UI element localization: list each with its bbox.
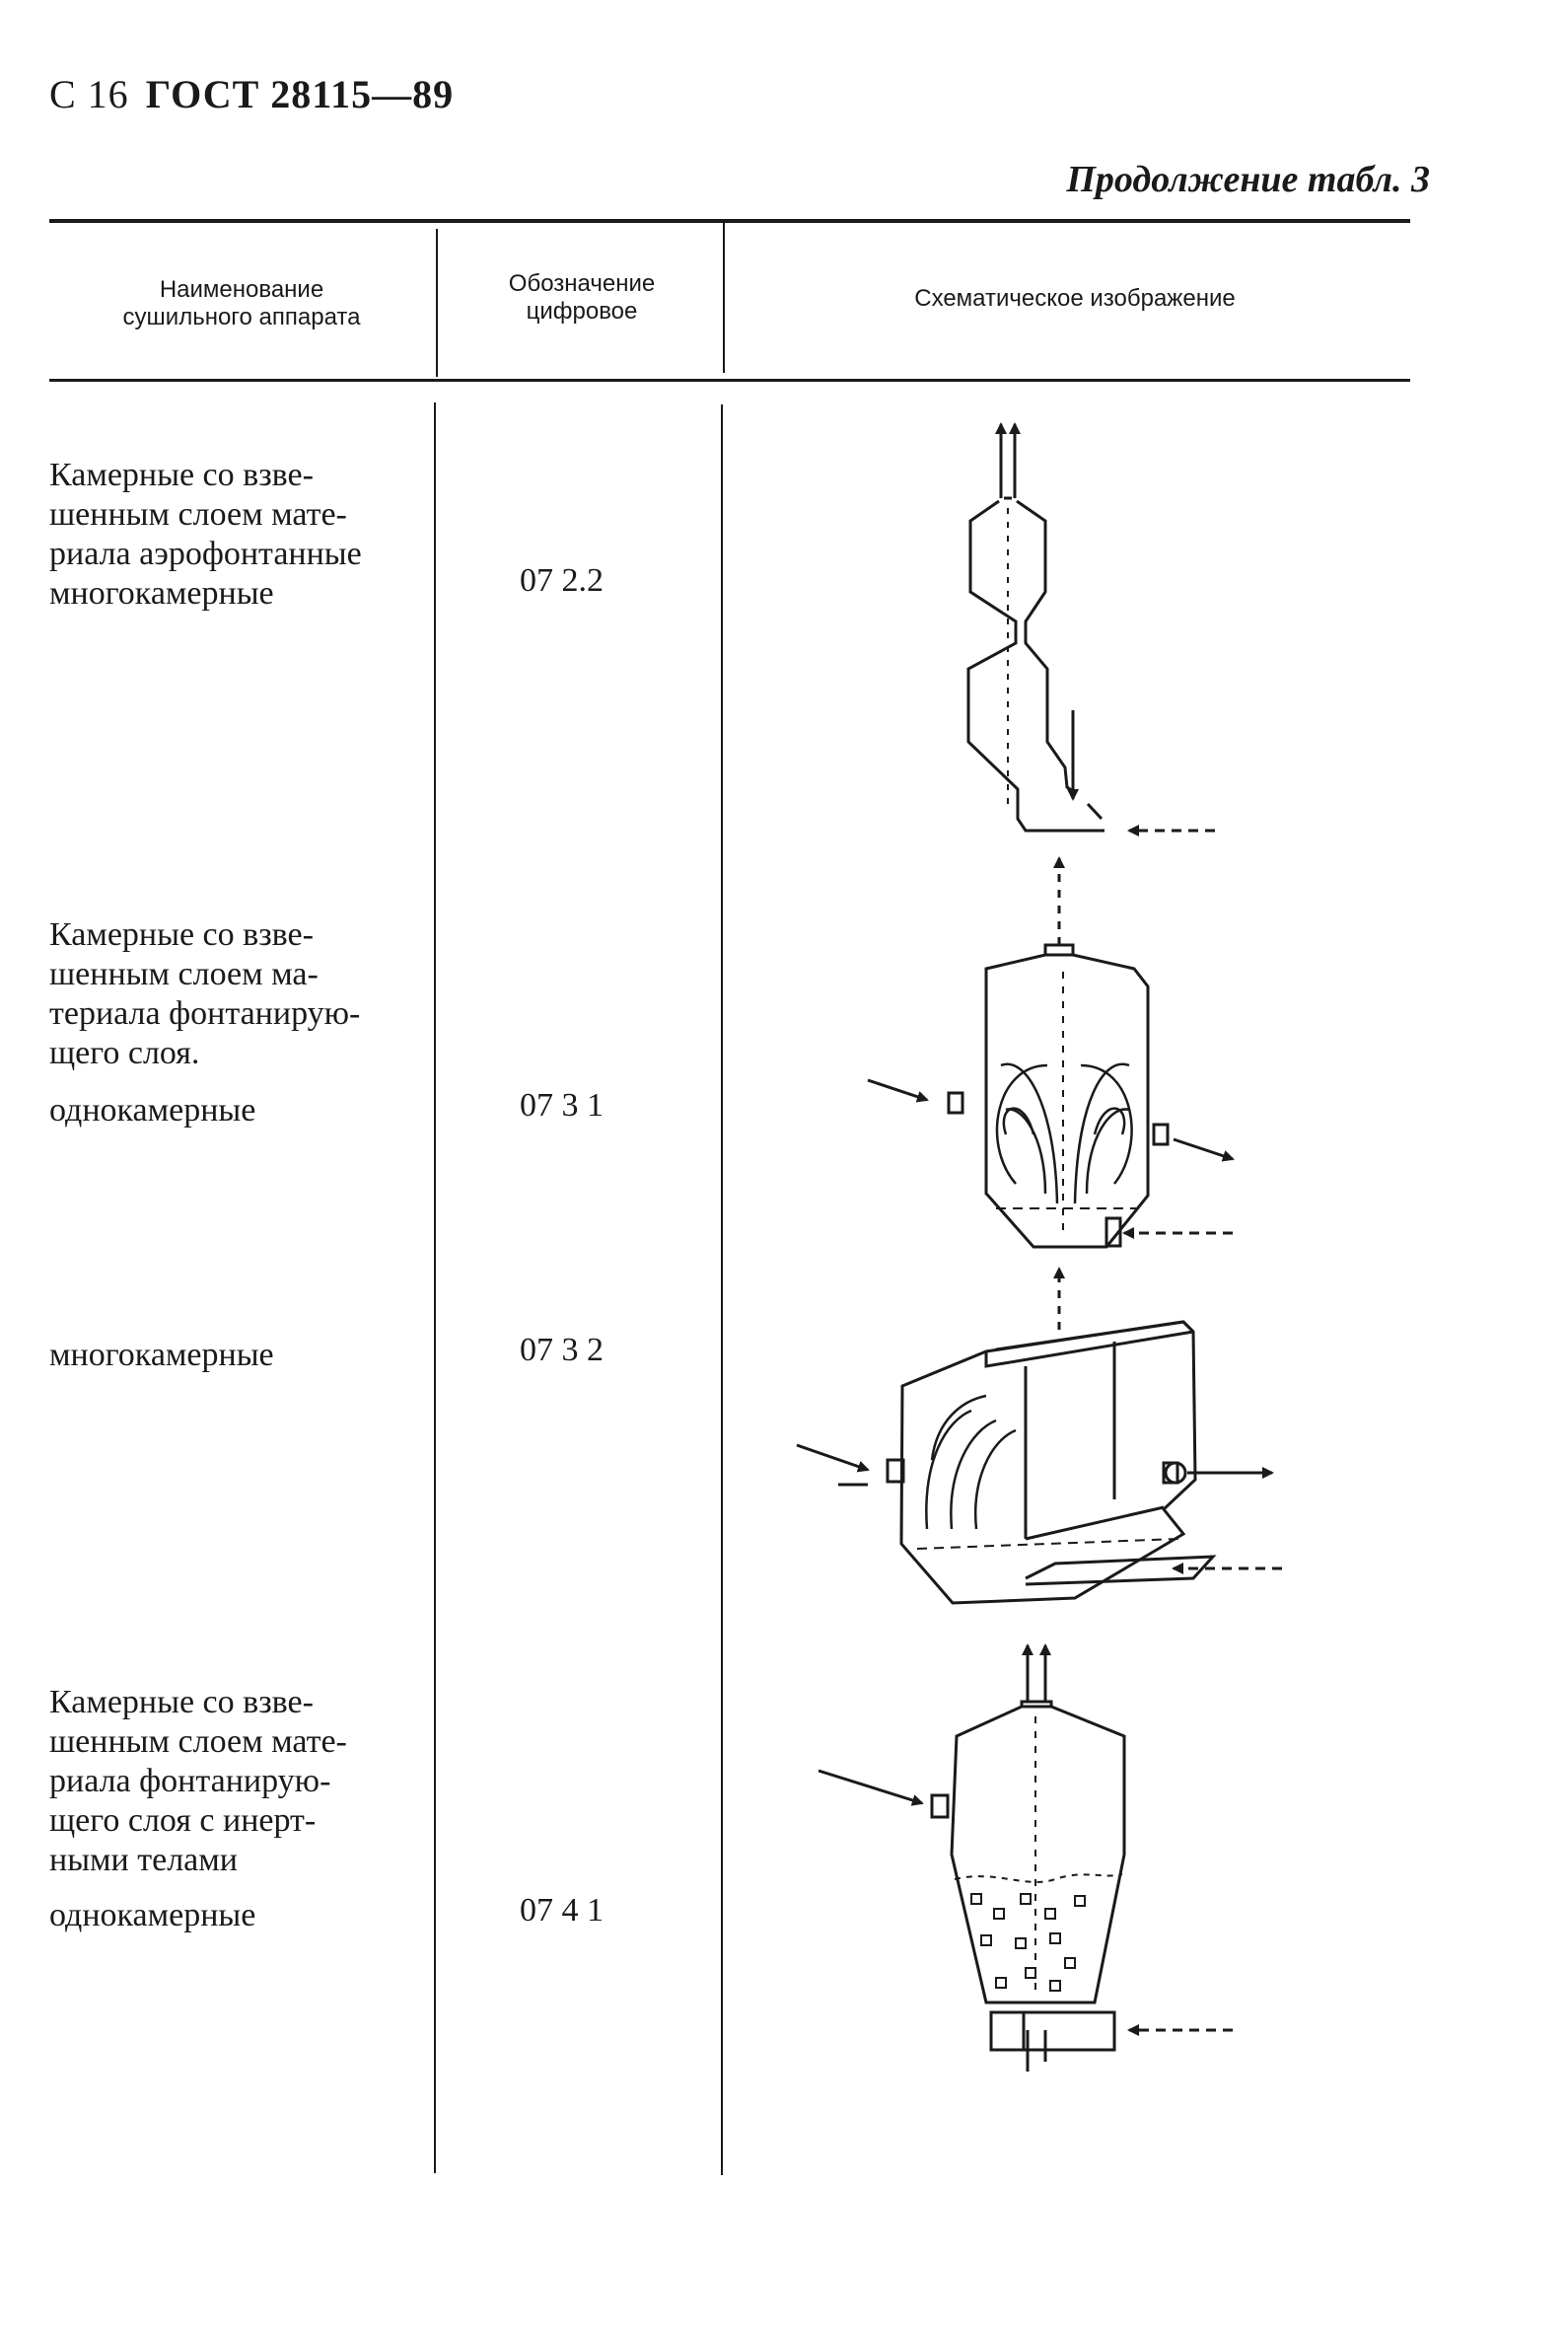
row-code-aerofountain: 07 2.2 xyxy=(520,562,604,599)
column-divider-2-body xyxy=(721,404,723,2175)
row-name-fountain-single: однокамерные xyxy=(49,1092,256,1129)
column-divider-1-header xyxy=(436,229,438,377)
row-name-inert-single: однокамерные xyxy=(49,1897,256,1933)
row-code-fountain-single: 07 3 1 xyxy=(520,1087,604,1124)
aerofountain-multichamber-dryer-schematic xyxy=(966,422,1215,837)
row-name-inert-group: Камерные со взве- шенным слоем мате- риа… xyxy=(49,1684,347,1878)
row-code-inert-single: 07 4 1 xyxy=(520,1892,604,1929)
column-header-schematic: Схематическое изображение xyxy=(914,285,1236,312)
column-header-name: Наименование сушильного аппарата xyxy=(122,276,361,330)
page-number: С 16 xyxy=(49,72,129,116)
standard-number: ГОСТ 28115—89 xyxy=(145,72,455,116)
fountain-single-chamber-dryer-schematic xyxy=(867,856,1235,1249)
row-name-aerofountain: Камерные со взве- шенным слоем мате- риа… xyxy=(49,457,362,612)
row-code-fountain-multi: 07 3 2 xyxy=(520,1332,604,1368)
column-divider-1-body xyxy=(434,402,436,2173)
column-header-code: Обозначение цифровое xyxy=(508,270,656,325)
table-top-rule xyxy=(49,219,1410,223)
column-divider-2-header xyxy=(723,223,725,373)
row-name-fountain-group: Камерные со взве- шенным слоем ма- териа… xyxy=(49,916,361,1071)
table-continuation-label: Продолжение табл. 3 xyxy=(1066,159,1430,200)
table-header-rule xyxy=(49,379,1410,382)
fountain-multichamber-dryer-schematic xyxy=(796,1267,1282,1605)
row-name-fountain-multi: многокамерные xyxy=(49,1337,274,1373)
page-header: С 16 ГОСТ 28115—89 xyxy=(49,71,454,117)
fountain-inert-bodies-dryer-schematic xyxy=(818,1643,1233,2072)
